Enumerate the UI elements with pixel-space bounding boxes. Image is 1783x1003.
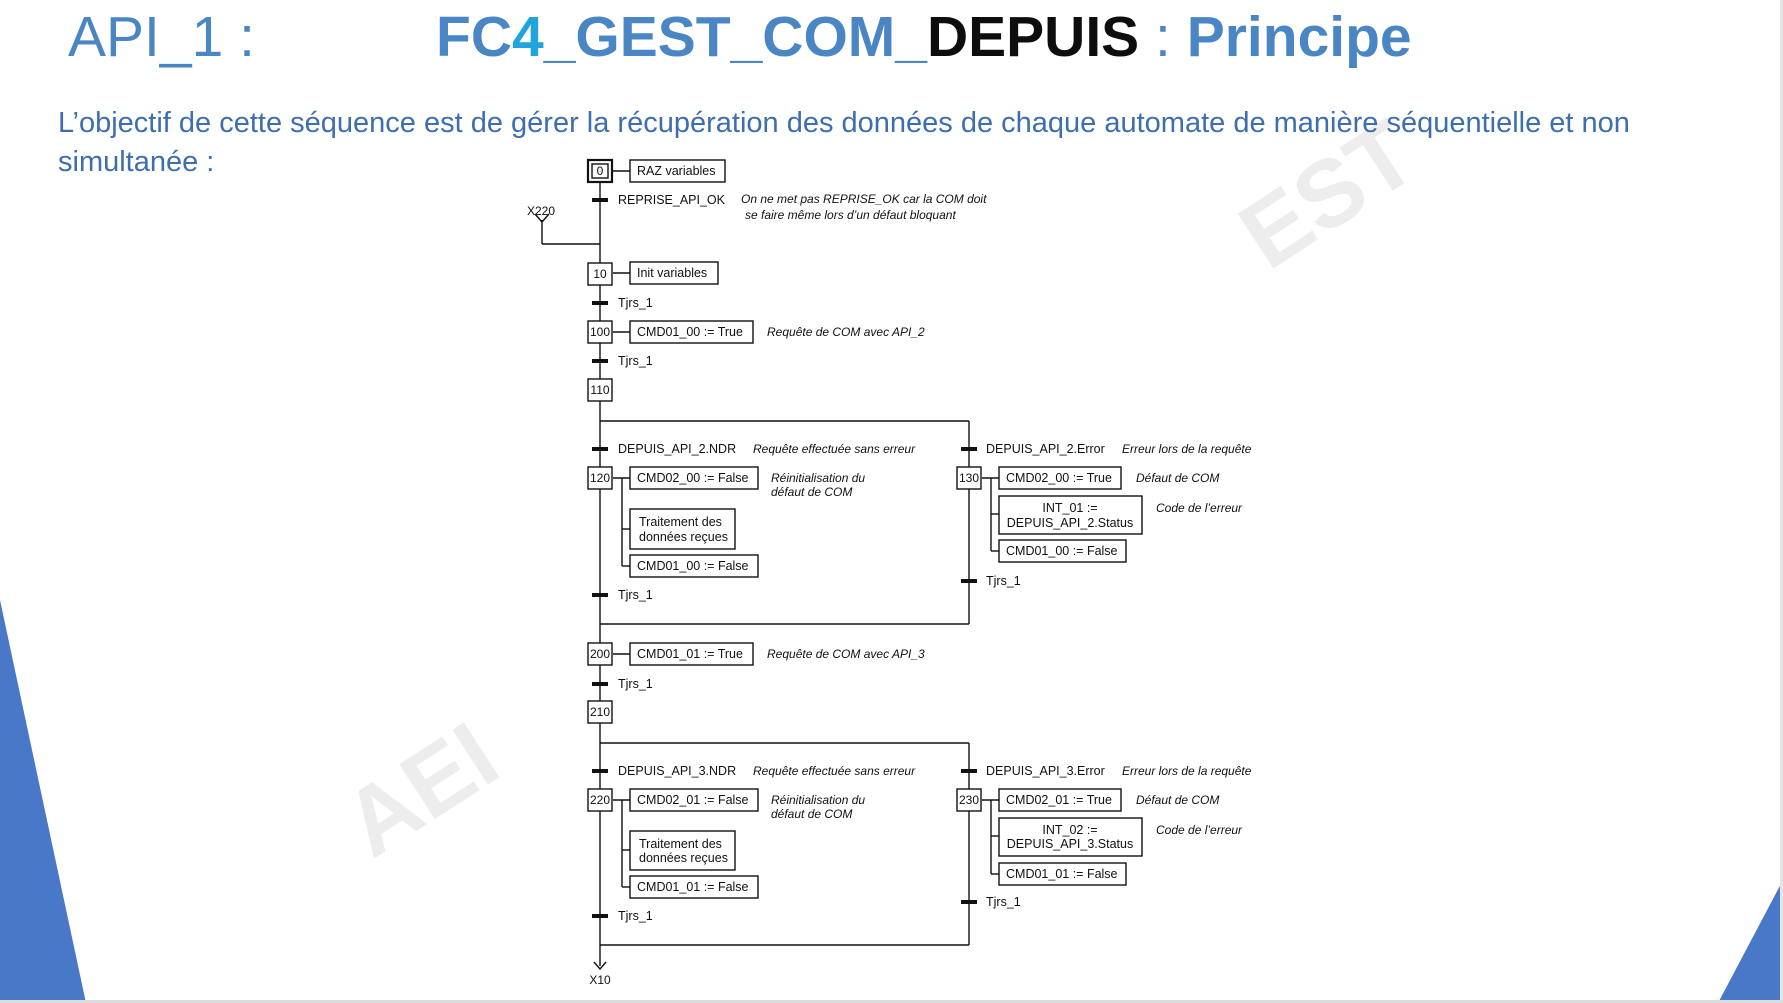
title-gest-com: _GEST_COM_: [543, 5, 927, 69]
transition-tjrs-5: Tjrs_1: [618, 677, 653, 691]
step-110: 110: [590, 383, 609, 397]
transition-ndr-api3: DEPUIS_API_3.NDR: [618, 764, 736, 778]
action-int02-line1: INT_02 :=: [1042, 823, 1097, 837]
comment-error-2: Erreur lors de la requête: [1122, 764, 1252, 778]
left-accent-triangle: [0, 600, 86, 1003]
action-cmd02-01-false: CMD02_01 := False: [637, 793, 749, 807]
action-cmd01-01-false-error: CMD01_01 := False: [1006, 867, 1118, 881]
action-int01-line1: INT_01 :=: [1042, 501, 1097, 515]
step-230: 230: [959, 793, 979, 807]
action-init-variables: Init variables: [637, 266, 707, 280]
comment-defaut-com-2: Défaut de COM: [1136, 793, 1219, 807]
transition-ndr-api2: DEPUIS_API_2.NDR: [618, 442, 736, 456]
action-int02-line2: DEPUIS_API_3.Status: [1007, 837, 1133, 851]
comment-code-erreur-1: Code de l’erreur: [1156, 501, 1243, 515]
transition-reprise: REPRISE_API_OK: [618, 193, 726, 207]
transition-tjrs-3: Tjrs_1: [618, 588, 653, 602]
step-200: 200: [590, 647, 610, 661]
link-ref-x220: X220: [527, 204, 555, 218]
watermark-left: AEI: [326, 702, 517, 877]
action-traitement-1-line1: Traitement des: [639, 515, 722, 529]
action-boxes: [629, 159, 1143, 899]
comment-req-api2: Requête de COM avec API_2: [767, 325, 925, 339]
action-cmd01-01-true: CMD01_01 := True: [637, 647, 743, 661]
comment-no-error-1: Requête effectuée sans erreur: [753, 442, 916, 456]
action-cmd01-00-true: CMD01_00 := True: [637, 325, 743, 339]
step-130: 130: [959, 471, 979, 485]
right-accent-triangle: [1718, 880, 1783, 1003]
transition-tjrs-6: Tjrs_1: [618, 909, 653, 923]
title-depuis: DEPUIS: [926, 5, 1140, 69]
comment-defaut-com-1: Défaut de COM: [1136, 471, 1219, 485]
title-separator: :: [1139, 5, 1187, 69]
action-cmd01-01-false: CMD01_01 := False: [637, 880, 749, 894]
comment-reinit-1-line2: défaut de COM: [771, 485, 852, 499]
action-cmd01-00-false: CMD01_00 := False: [637, 559, 749, 573]
comment-code-erreur-2: Code de l’erreur: [1156, 823, 1243, 837]
transition-tjrs-4: Tjrs_1: [986, 574, 1021, 588]
step-0: 0: [597, 164, 604, 178]
transition-error-api2: DEPUIS_API_2.Error: [986, 442, 1105, 456]
comment-reinit-2-line1: Réinitialisation du: [771, 793, 865, 807]
steps: [586, 158, 982, 812]
comment-error-1: Erreur lors de la requête: [1122, 442, 1252, 456]
step-100: 100: [590, 325, 610, 339]
action-cmd02-00-true: CMD02_00 := True: [1006, 471, 1112, 485]
grafcet-links: [534, 170, 999, 971]
step-10: 10: [593, 267, 607, 281]
transition-tjrs-7: Tjrs_1: [986, 895, 1021, 909]
action-cmd02-00-false: CMD02_00 := False: [637, 471, 749, 485]
transition-error-api3: DEPUIS_API_3.Error: [986, 764, 1105, 778]
action-int01-line2: DEPUIS_API_2.Status: [1007, 516, 1133, 530]
transitions: [592, 198, 977, 918]
title-number: 4: [511, 5, 544, 69]
action-cmd01-00-false-error: CMD01_00 := False: [1006, 544, 1118, 558]
comment-reinit-1-line1: Réinitialisation du: [771, 471, 865, 485]
watermark-right: EST: [1222, 100, 1435, 290]
comment-no-error-2: Requête effectuée sans erreur: [753, 764, 916, 778]
link-ref-x10: X10: [589, 973, 611, 987]
slide-title-api: API_1 :: [68, 5, 255, 69]
action-cmd02-01-true: CMD02_01 := True: [1006, 793, 1112, 807]
slide-bottom-border: [0, 1000, 1783, 1003]
comment-reinit-2-line2: défaut de COM: [771, 807, 852, 821]
action-raz-variables: RAZ variables: [637, 164, 716, 178]
step-210: 210: [590, 705, 610, 719]
slide-title: FC4_GEST_COM_DEPUIS : Principe: [436, 4, 1412, 70]
step-120: 120: [590, 471, 610, 485]
action-traitement-1-line2: données reçues: [639, 530, 728, 544]
slide-right-border: [1780, 0, 1783, 1003]
comment-reprise-line2: se faire même lors d’un défaut bloquant: [745, 208, 956, 222]
intro-text: L’objectif de cette séquence est de gére…: [58, 107, 1630, 178]
transition-tjrs-2: Tjrs_1: [618, 354, 653, 368]
action-traitement-2-line2: données reçues: [639, 851, 728, 865]
comment-req-api3: Requête de COM avec API_3: [767, 647, 925, 661]
action-traitement-2-line1: Traitement des: [639, 837, 722, 851]
title-fc: FC: [436, 5, 512, 69]
title-principe: Principe: [1186, 5, 1412, 69]
transition-tjrs-1: Tjrs_1: [618, 296, 653, 310]
step-220: 220: [590, 793, 610, 807]
comment-reprise-line1: On ne met pas REPRISE_OK car la COM doit: [741, 192, 987, 206]
